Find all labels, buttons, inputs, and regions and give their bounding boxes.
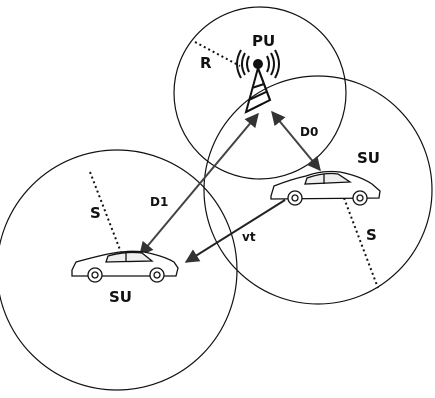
label-d1: D1 bbox=[150, 195, 168, 209]
su-left-coverage-circle bbox=[0, 149, 238, 391]
label-su-bottom: SU bbox=[109, 288, 132, 306]
link-d0-arrow bbox=[271, 110, 321, 172]
label-s-right: S bbox=[366, 226, 377, 244]
car-icon-right bbox=[270, 170, 381, 206]
radius-line-r bbox=[194, 41, 241, 67]
tower-icon bbox=[236, 49, 280, 114]
label-r: R bbox=[200, 54, 212, 72]
link-d1-arrow bbox=[139, 112, 259, 257]
pu-coverage-circle bbox=[173, 6, 347, 180]
label-pu: PU bbox=[252, 32, 275, 50]
car-icon-left bbox=[71, 250, 179, 283]
label-s-left: S bbox=[90, 204, 101, 222]
label-vt: vt bbox=[242, 230, 256, 244]
radius-line-s-right bbox=[343, 197, 379, 289]
label-d0: D0 bbox=[300, 125, 318, 139]
label-su-top: SU bbox=[357, 149, 380, 167]
movement-vt-arrow bbox=[184, 199, 286, 263]
